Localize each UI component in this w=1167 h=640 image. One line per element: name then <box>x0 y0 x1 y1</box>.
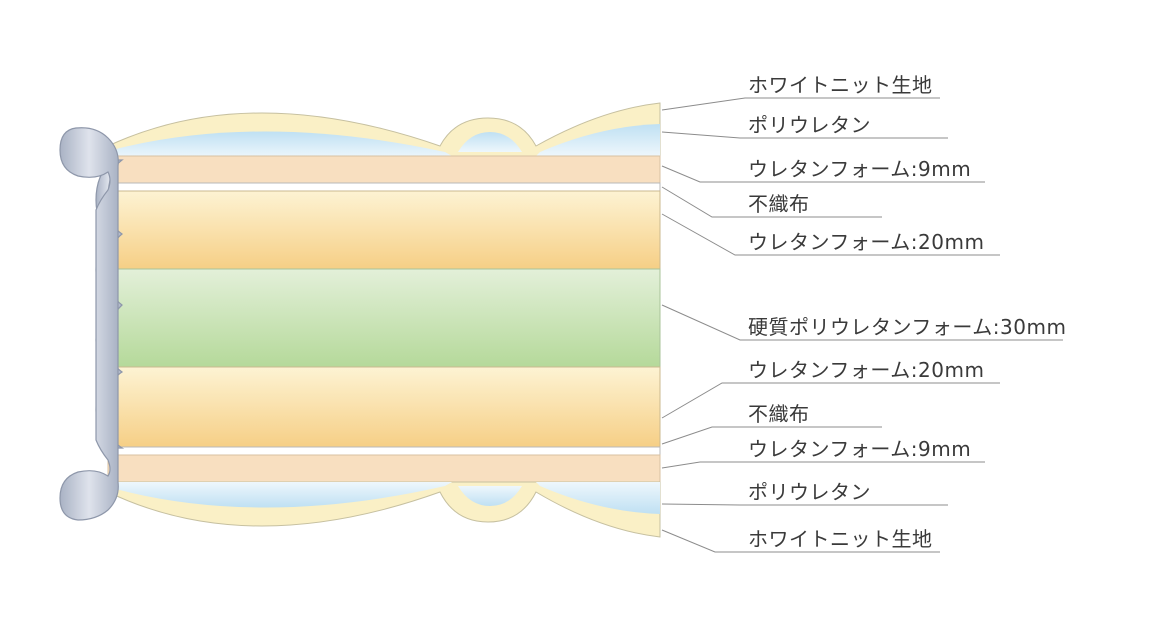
leader-line-foam-20mm-top <box>661 213 1000 256</box>
polyurethane-bottom-layer <box>536 482 660 514</box>
foam-9mm-top-layer <box>107 155 661 184</box>
leader-line-polyurethane-top <box>661 131 948 139</box>
leader-line-white-knit-top <box>661 97 940 111</box>
foam-20mm-top-layer <box>107 190 661 270</box>
label-polyurethane-bottom: ポリウレタン <box>748 480 871 504</box>
leader-line-polyurethane-bottom <box>661 503 948 506</box>
leader-line-hard-foam-30mm <box>661 304 1063 341</box>
label-polyurethane-top: ポリウレタン <box>748 113 871 137</box>
side-piping <box>59 127 125 521</box>
polyurethane-top-layer <box>536 124 660 156</box>
polyurethane-top-layer <box>458 132 522 152</box>
hard-foam-30mm-layer <box>107 268 661 368</box>
label-foam-9mm-bottom: ウレタンフォーム:9mm <box>748 437 972 461</box>
nonwoven-bottom-layer <box>107 446 661 456</box>
nonwoven-top-layer <box>107 182 661 192</box>
leader-line-foam-9mm-top <box>661 165 985 183</box>
label-white-knit-top: ホワイトニット生地 <box>748 73 933 97</box>
leader-line-foam-20mm-bottom <box>661 382 1000 419</box>
leader-line-nonwoven-bottom <box>661 426 882 445</box>
label-foam-20mm-top: ウレタンフォーム:20mm <box>748 230 985 254</box>
label-nonwoven-bottom: 不織布 <box>748 402 810 426</box>
label-hard-foam-30mm: 硬質ポリウレタンフォーム:30mm <box>748 315 1067 339</box>
leader-line-foam-9mm-bottom <box>661 461 985 469</box>
label-foam-9mm-top: ウレタンフォーム:9mm <box>748 157 972 181</box>
polyurethane-top-layer <box>108 131 452 158</box>
polyurethane-bottom-layer <box>458 486 522 506</box>
label-white-knit-bottom: ホワイトニット生地 <box>748 527 933 551</box>
leader-line-nonwoven-top <box>661 186 882 218</box>
label-foam-20mm-bottom: ウレタンフォーム:20mm <box>748 358 985 382</box>
leader-line-white-knit-bottom <box>661 529 940 553</box>
polyurethane-bottom-layer <box>108 482 452 508</box>
foam-9mm-bottom-layer <box>107 454 661 483</box>
label-nonwoven-top: 不織布 <box>748 192 810 216</box>
leader-lines <box>661 97 1063 553</box>
foam-20mm-bottom-layer <box>107 366 661 448</box>
